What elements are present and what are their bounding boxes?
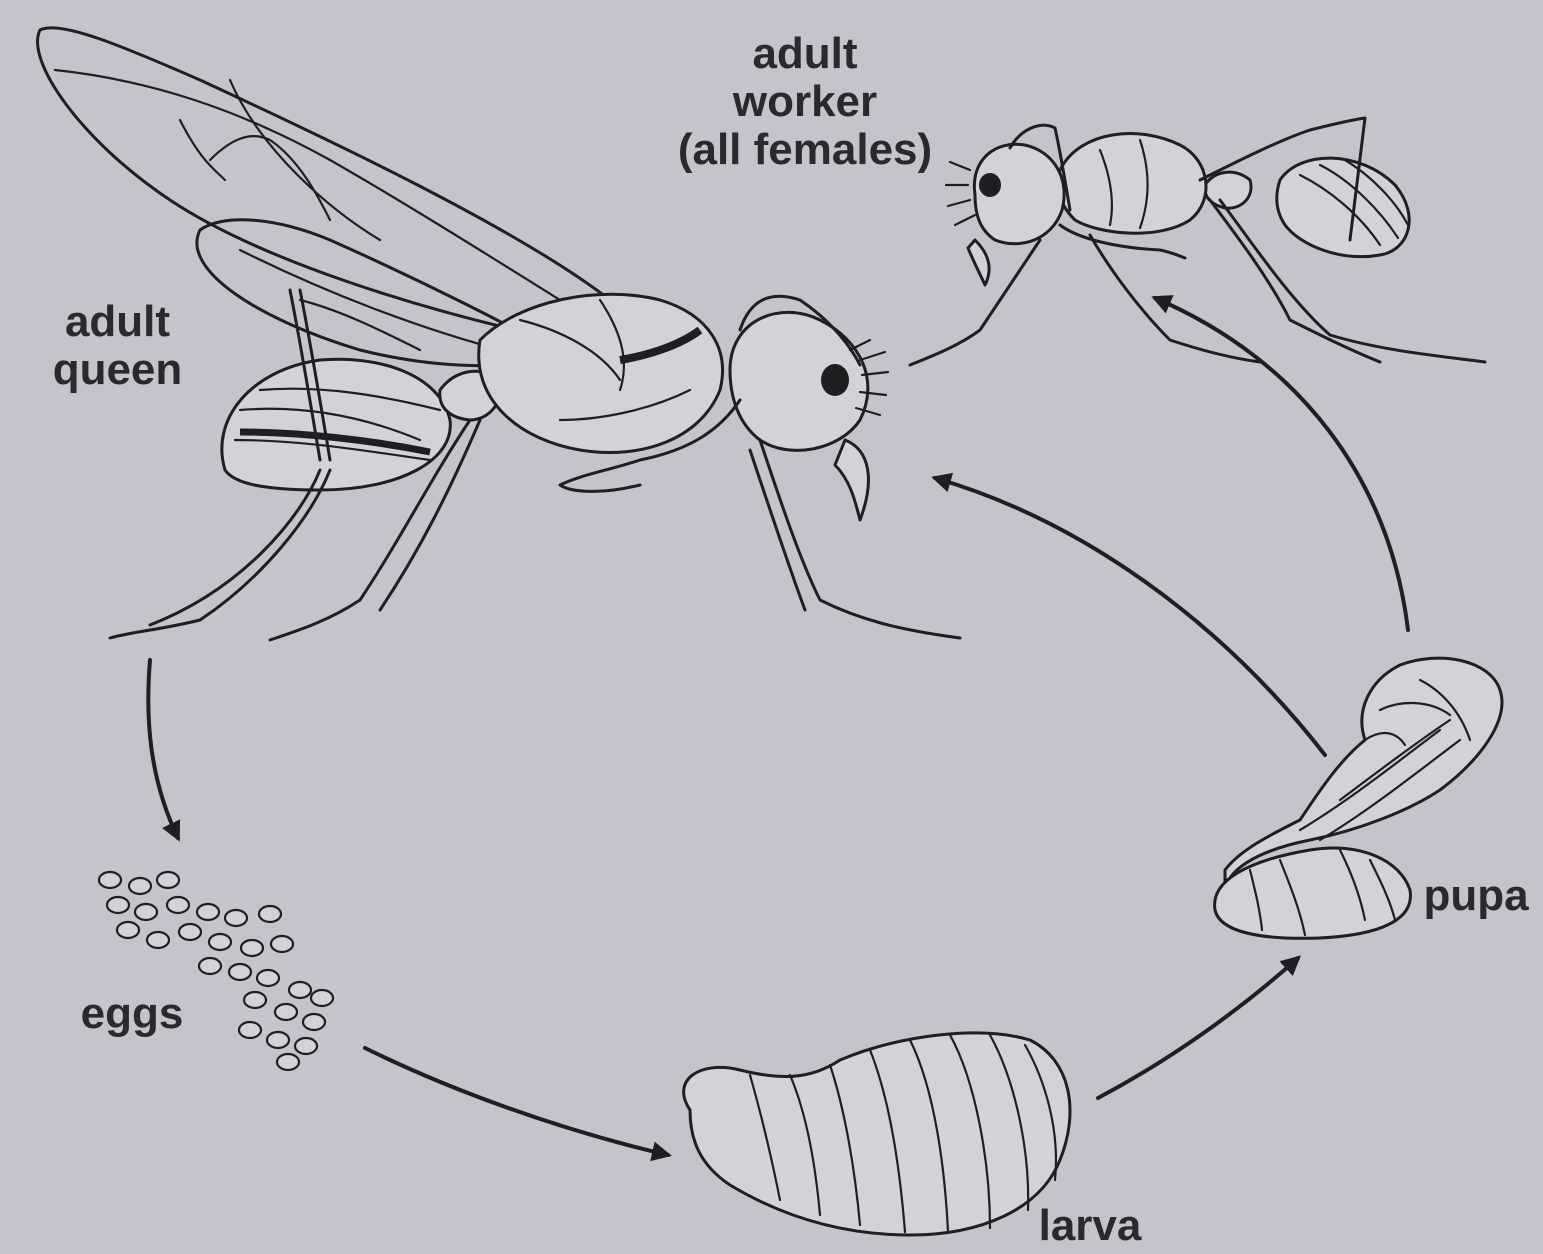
arrow-eggs-to-larva (365, 1048, 668, 1155)
label-adult-queen-line1: adult (30, 298, 205, 346)
label-larva: larva (1025, 1202, 1155, 1250)
label-adult-worker-line2: worker (660, 78, 950, 126)
larva-drawing (684, 1033, 1070, 1235)
adult-worker-drawing (910, 118, 1485, 365)
arrow-pupa-to-queen (935, 478, 1325, 755)
label-adult-worker: adult worker (all females) (660, 30, 950, 174)
arrow-larva-to-pupa (1098, 958, 1298, 1098)
label-adult-worker-line3: (all females) (660, 126, 950, 174)
label-pupa: pupa (1412, 872, 1540, 920)
eggs-drawing (99, 872, 333, 1070)
label-adult-queen-line2: queen (30, 346, 205, 394)
label-adult-worker-line1: adult (660, 30, 950, 78)
label-adult-queen: adult queen (30, 298, 205, 394)
label-eggs: eggs (72, 990, 192, 1038)
arrow-queen-to-eggs (148, 660, 178, 838)
